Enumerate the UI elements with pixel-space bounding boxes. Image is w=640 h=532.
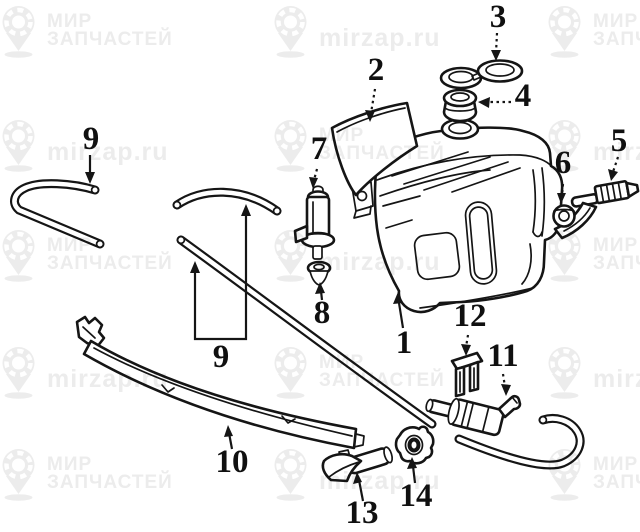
pump-grommet [306,260,332,286]
hose-upper-left [10,179,105,249]
filler-neck [442,88,478,123]
spray-nozzle [321,446,394,483]
hose-long-run [176,235,437,429]
reservoir-cap [439,59,524,90]
part-callout-13: 13 [345,495,379,531]
callout-leaders [85,32,620,502]
grommet-right [552,204,576,228]
inline-pump [425,394,522,437]
part-callout-9a: 9 [82,121,100,157]
part-callout-10: 10 [215,444,249,480]
part-callout-7: 7 [310,131,328,167]
part-callout-1: 1 [395,325,413,361]
part-callout-3: 3 [489,0,507,35]
part-callout-4: 4 [514,78,532,114]
part-callout-9b: 9 [212,339,230,375]
trim-strip [75,315,365,450]
part-callout-6: 6 [554,145,572,181]
part-callout-8: 8 [313,295,331,331]
mounting-clip [450,351,484,398]
hose-connector [553,180,640,240]
reservoir-tank [351,118,564,314]
part-callout-12: 12 [453,298,487,334]
hose-arc [172,187,282,216]
part-callout-11: 11 [487,338,519,374]
part-callout-14: 14 [399,478,433,514]
nozzle-grommet [394,425,435,465]
part-callout-5: 5 [610,123,628,159]
washer-pump [293,185,336,260]
part-callout-2: 2 [367,52,385,88]
